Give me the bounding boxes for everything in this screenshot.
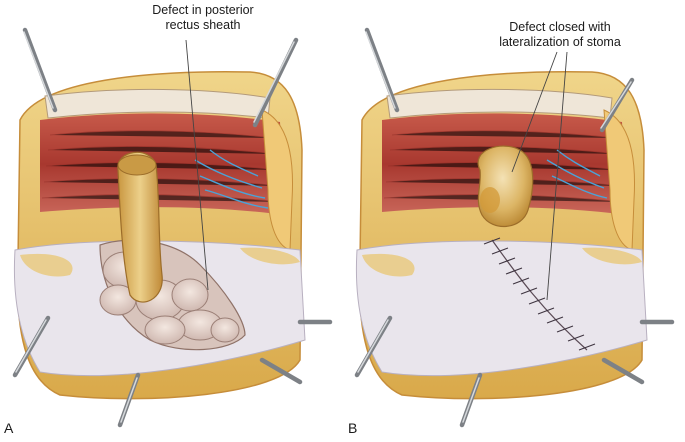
callout-label-b: Defect closed with lateralization of sto…: [480, 20, 640, 50]
upper-fascia: [44, 88, 271, 119]
sutures: [483, 237, 596, 351]
callout-leader-b1: [511, 51, 558, 173]
panel-b: Defect closed with lateralization of sto…: [342, 0, 685, 442]
panel-letter-a: A: [4, 420, 14, 436]
retractor-highlights: [357, 31, 632, 423]
peritoneum-fat-spots: [362, 247, 642, 277]
panel-b-artwork: [354, 27, 675, 428]
callout-line: lateralization of stoma: [499, 35, 621, 49]
epigastric-vessels: [194, 149, 269, 209]
callout-leader-a: [185, 39, 209, 291]
retractor-highlights: [15, 31, 295, 423]
callout-line: Defect in posterior: [152, 3, 254, 17]
callout-label-a: Defect in posterior rectus sheath: [138, 3, 268, 33]
stoma-bowel: [477, 145, 534, 228]
callout-leader-b2: [546, 51, 568, 301]
upper-fascia: [386, 88, 613, 119]
stoma-bowel: [117, 151, 163, 303]
closure-line: [491, 239, 588, 351]
callout-line: Defect closed with: [509, 20, 611, 34]
muscle-fibers: [41, 130, 284, 203]
panel-letter-b: B: [348, 420, 358, 436]
panel-a-artwork: [12, 27, 333, 428]
posterior-sheath: [355, 240, 648, 377]
peritoneum-fat-spots: [20, 247, 300, 277]
lateral-fat: [261, 109, 293, 251]
stoma-opening: [117, 154, 157, 176]
callout-line: rectus sheath: [165, 18, 241, 32]
lateral-fat: [603, 109, 635, 251]
stoma-shadow: [480, 187, 500, 213]
panel-a: Defect in posterior rectus sheath A: [0, 0, 342, 442]
